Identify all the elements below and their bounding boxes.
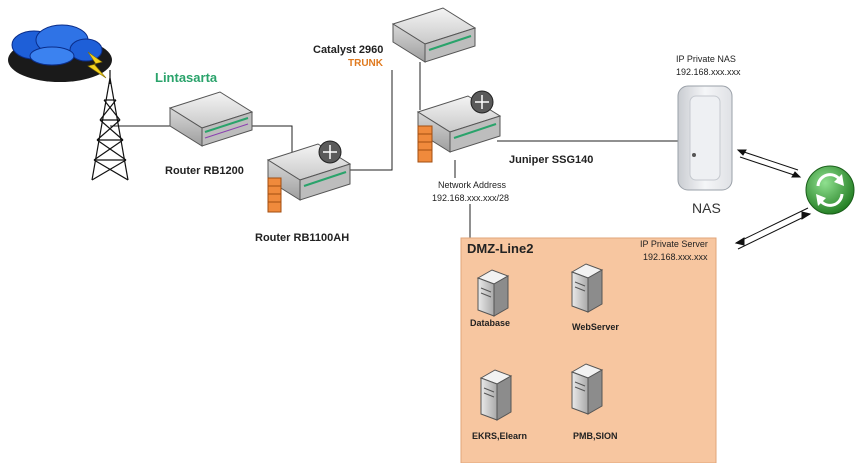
catalyst-trunk-label: TRUNK: [348, 58, 383, 69]
nas-icon: [677, 85, 733, 191]
juniper-ssg140-label: Juniper SSG140: [509, 154, 594, 166]
router-rb1200-icon: [168, 91, 254, 147]
private-server-ip: 192.168.xxx.xxx: [643, 252, 708, 262]
catalyst-2960-label: Catalyst 2960: [313, 44, 384, 56]
connection-lines: [110, 62, 680, 238]
server-database-icon: [476, 269, 510, 317]
juniper-ssg140-icon: [416, 90, 502, 163]
server-database-label: Database: [470, 318, 511, 328]
network-address-value: 192.168.xxx.xxx/28: [432, 193, 510, 203]
dmz-line2-label: DMZ-Line2: [467, 241, 534, 256]
server-webserver-icon: [570, 263, 604, 313]
router-rb1100ah-icon: [266, 140, 352, 213]
sync-icon: [805, 165, 855, 215]
private-server-title: IP Private Server: [640, 239, 708, 249]
server-pmb-sion-icon: [570, 363, 604, 415]
server-ekrs-elearn-icon: [479, 369, 513, 421]
radio-tower-icon: [91, 70, 129, 181]
network-address-title: Network Address: [438, 180, 507, 190]
server-pmb-sion-label: PMB,SION: [573, 431, 618, 441]
nas-ip-value: 192.168.xxx.xxx: [676, 67, 741, 77]
nas-label: NAS: [692, 200, 721, 216]
server-ekrs-elearn-label: EKRS,Elearn: [472, 431, 528, 441]
router-rb1100ah-label: Router RB1100AH: [255, 232, 350, 244]
server-webserver-label: WebServer: [572, 322, 619, 332]
nas-ip-title: IP Private NAS: [676, 54, 736, 64]
sync-arrows: [734, 149, 812, 250]
lintasarta-label: Lintasarta: [155, 70, 218, 85]
router-rb1200-label: Router RB1200: [165, 165, 244, 177]
catalyst-2960-icon: [391, 7, 477, 63]
cloud-icon: [8, 24, 112, 82]
